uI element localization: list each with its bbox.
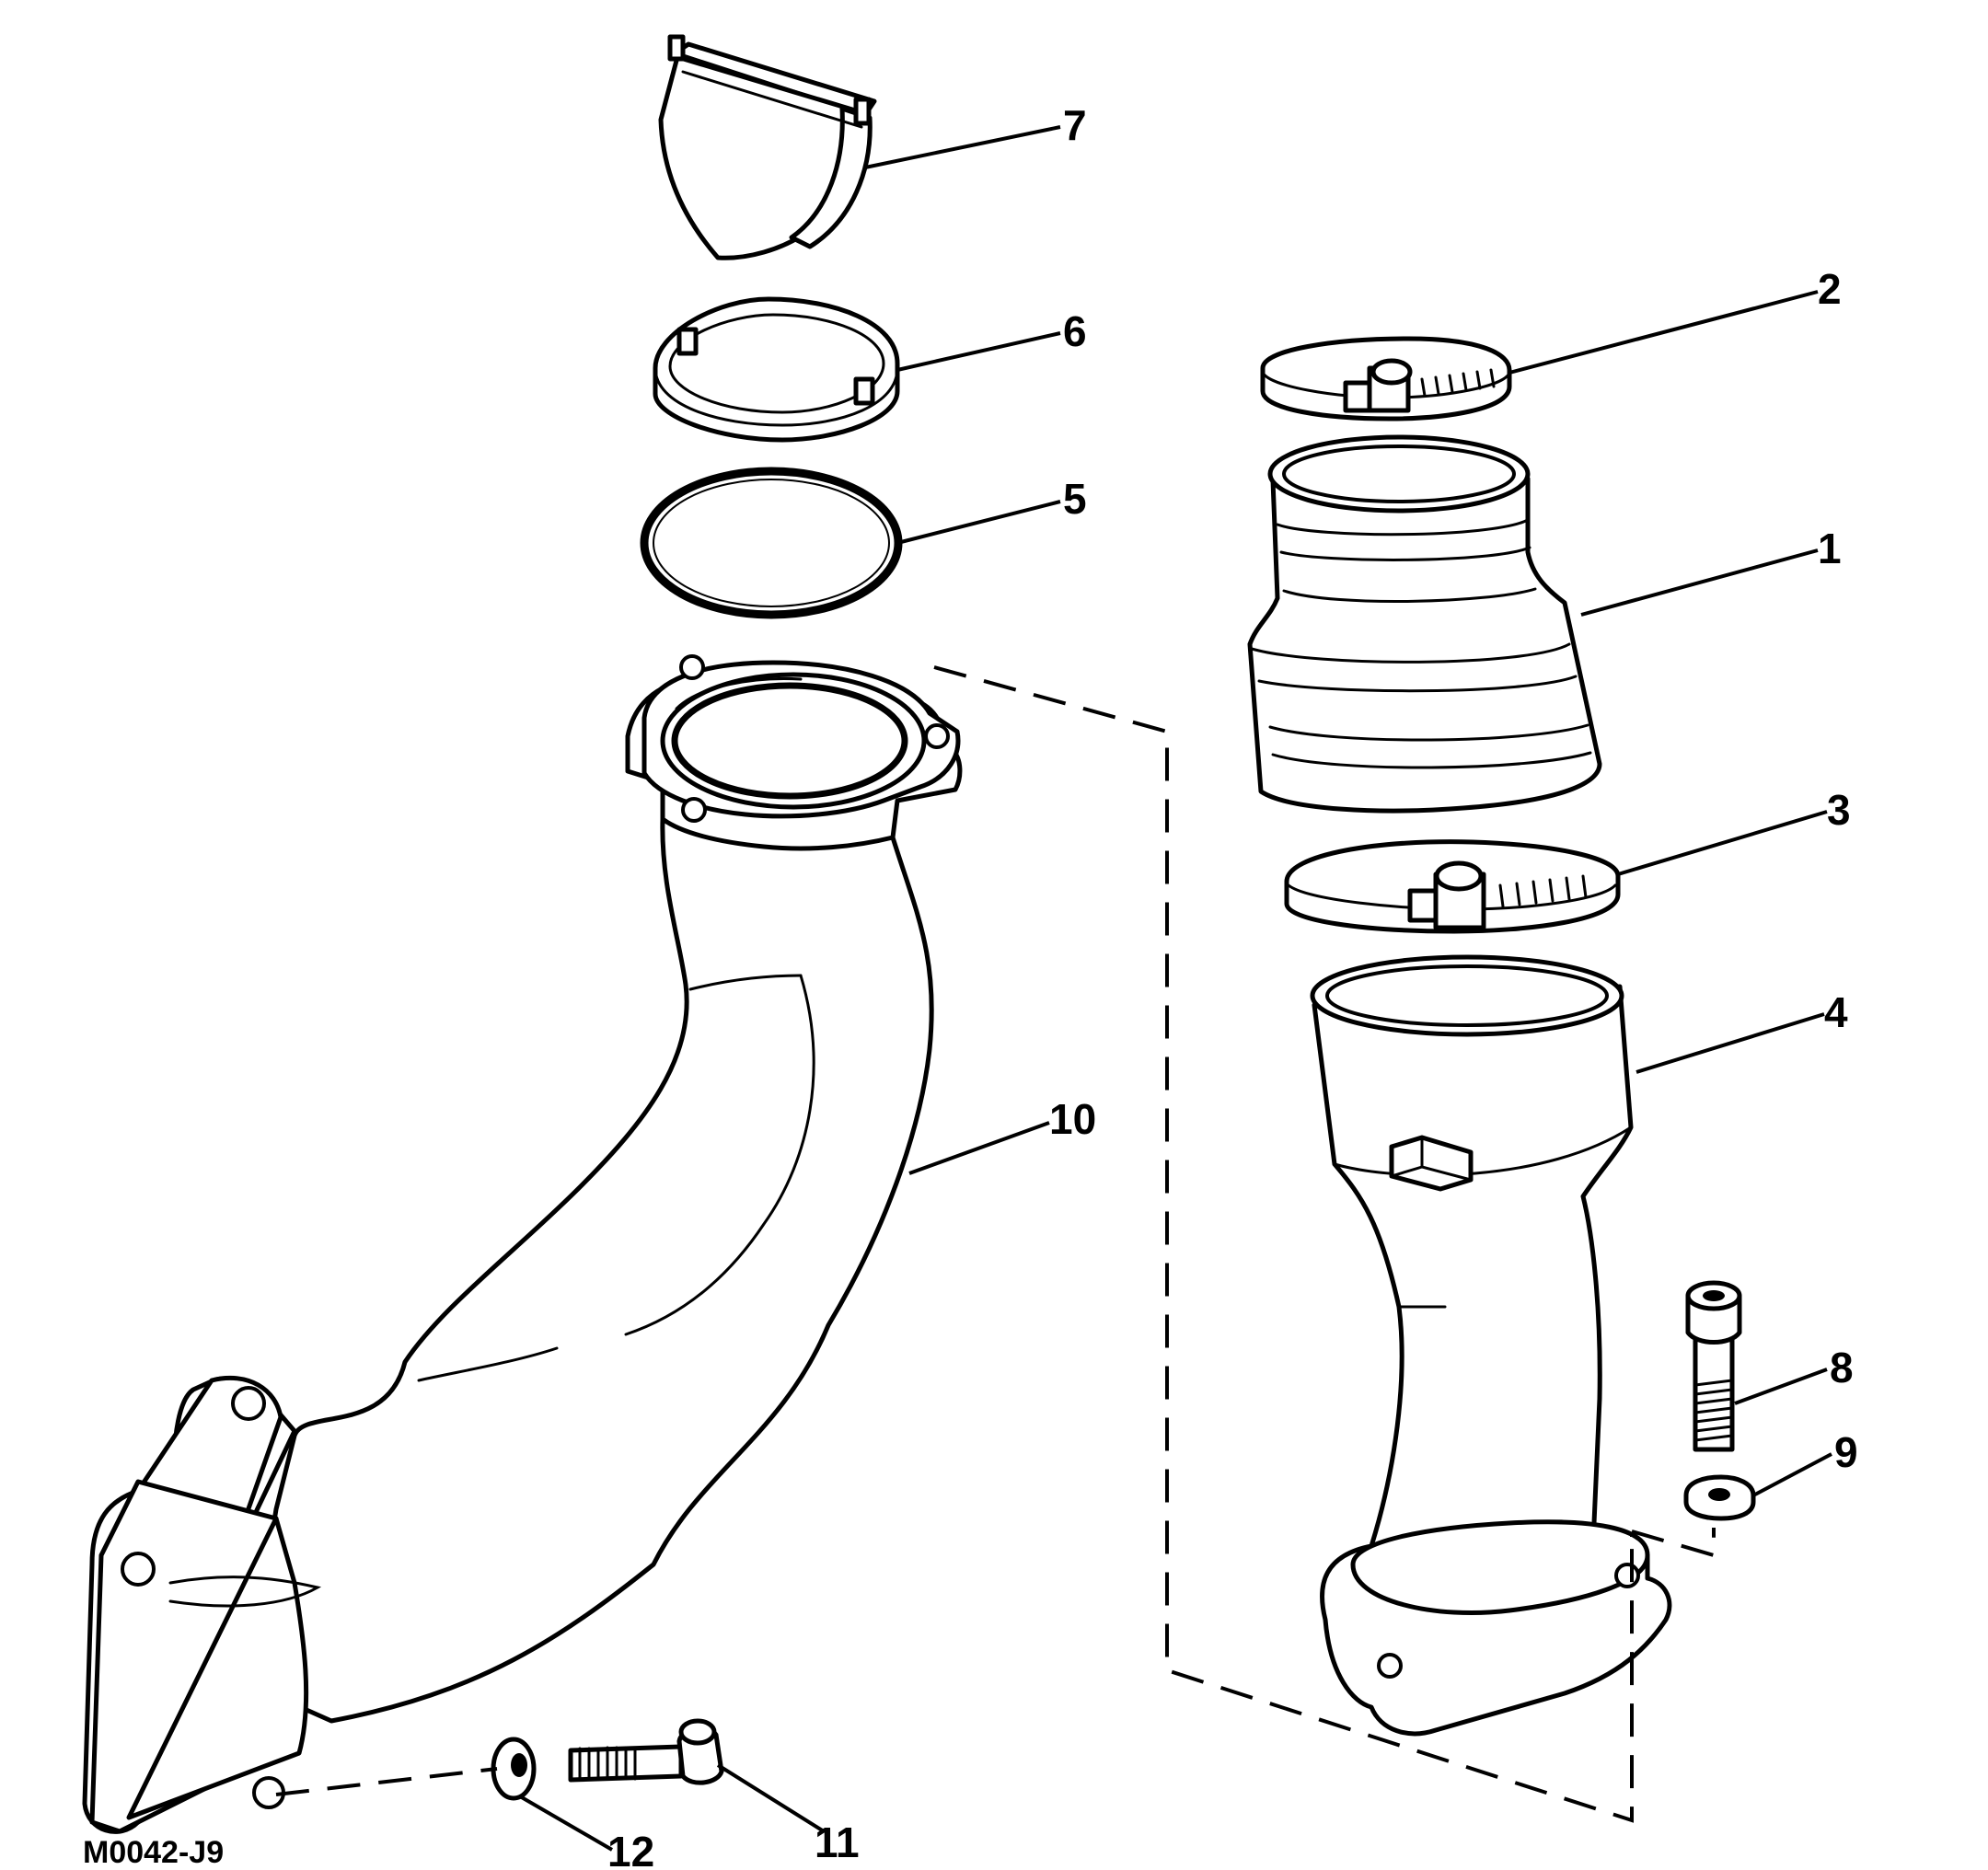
callout-9: 9 — [1834, 1428, 1858, 1476]
part-6-retainer-ring — [653, 296, 900, 443]
part-5-o-ring — [640, 467, 903, 619]
part-12-washer — [491, 1737, 537, 1801]
part-3-hose-clamp — [1284, 839, 1621, 934]
callout-4: 4 — [1824, 988, 1848, 1036]
figure-code: M0042-J9 — [83, 1835, 224, 1870]
part-1-hose — [1247, 434, 1602, 814]
part-7-flapper — [658, 34, 877, 260]
callout-3: 3 — [1827, 786, 1851, 834]
part-10-exhaust-elbow — [82, 654, 963, 1834]
callout-11: 11 — [815, 1818, 860, 1866]
callout-1: 1 — [1818, 525, 1842, 572]
assembly-dash-lines — [275, 665, 1716, 1823]
callout-5: 5 — [1063, 475, 1087, 523]
callout-8: 8 — [1830, 1344, 1854, 1391]
part-9-lock-washer — [1683, 1474, 1756, 1521]
leader-lines — [518, 125, 1832, 1852]
callout-labels: 1 2 3 4 5 6 7 8 9 10 11 12 — [607, 101, 1858, 1870]
callout-2: 2 — [1818, 265, 1842, 313]
part-4-exhaust-tube — [1310, 954, 1672, 1737]
part-2-hose-clamp — [1260, 336, 1512, 421]
part-11-bolt — [568, 1718, 724, 1785]
callout-12: 12 — [607, 1828, 654, 1870]
callout-6: 6 — [1063, 307, 1087, 355]
part-8-cap-screw — [1685, 1280, 1742, 1452]
callout-10: 10 — [1049, 1095, 1096, 1143]
callout-7: 7 — [1063, 101, 1087, 149]
